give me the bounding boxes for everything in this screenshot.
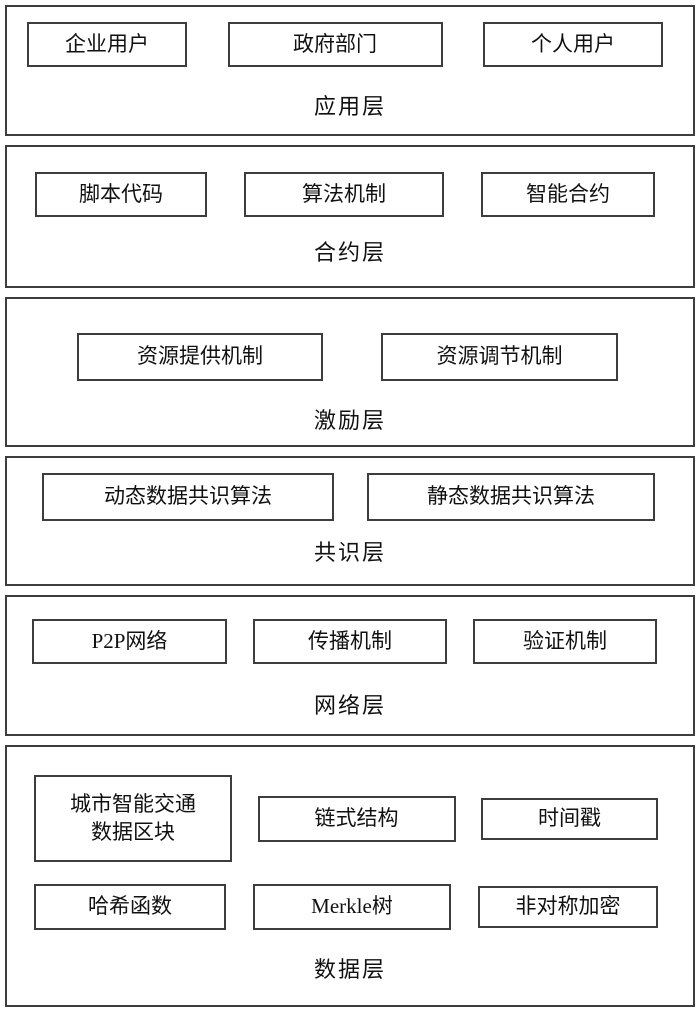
layer-label-incentive: 激励层 (313, 408, 386, 433)
layer-data-row-1: 城市智能交通 数据区块 链式结构 时间戳 (34, 775, 658, 862)
node-enterprise-users: 企业用户 (27, 22, 187, 67)
node-p2p-network: P2P网络 (32, 619, 227, 664)
node-asymmetric-encryption: 非对称加密 (478, 886, 658, 928)
layer-application: 企业用户 政府部门 个人用户 应用层 (5, 5, 695, 136)
node-chain-structure: 链式结构 (257, 795, 456, 842)
node-individual-users: 个人用户 (483, 22, 663, 67)
node-propagation-mechanism: 传播机制 (253, 619, 447, 664)
layer-label-data: 数据层 (313, 957, 386, 982)
node-script-code: 脚本代码 (35, 172, 207, 217)
layer-label-network: 网络层 (313, 693, 386, 718)
layer-label-contract: 合约层 (313, 240, 386, 265)
layer-label-consensus: 共识层 (313, 540, 386, 565)
node-resource-provision-mechanism: 资源提供机制 (77, 333, 323, 381)
node-resource-regulation-mechanism: 资源调节机制 (381, 333, 618, 381)
layer-incentive-row: 资源提供机制 资源调节机制 (77, 333, 618, 381)
layer-network-row: P2P网络 传播机制 验证机制 (32, 619, 657, 664)
node-algorithm-mechanism: 算法机制 (244, 172, 444, 217)
node-timestamp: 时间戳 (481, 797, 658, 840)
layer-contract: 脚本代码 算法机制 智能合约 合约层 (5, 145, 695, 288)
node-static-data-consensus-algorithm: 静态数据共识算法 (367, 473, 655, 521)
layer-label-application: 应用层 (313, 94, 386, 119)
layer-network: P2P网络 传播机制 验证机制 网络层 (5, 595, 695, 736)
node-verification-mechanism: 验证机制 (473, 619, 657, 664)
node-urban-its-data-block: 城市智能交通 数据区块 (34, 775, 232, 862)
layer-contract-row: 脚本代码 算法机制 智能合约 (35, 172, 655, 217)
node-merkle-tree: Merkle树 (253, 884, 451, 930)
layer-data: 城市智能交通 数据区块 链式结构 时间戳 哈希函数 Merkle树 非对称加密 … (5, 745, 695, 1007)
layer-incentive: 资源提供机制 资源调节机制 激励层 (5, 297, 695, 447)
node-dynamic-data-consensus-algorithm: 动态数据共识算法 (42, 473, 334, 521)
layer-consensus-row: 动态数据共识算法 静态数据共识算法 (42, 473, 655, 521)
node-smart-contract: 智能合约 (481, 172, 655, 217)
layer-data-row-2: 哈希函数 Merkle树 非对称加密 (34, 884, 658, 930)
node-government-departments: 政府部门 (227, 22, 443, 67)
node-hash-function: 哈希函数 (34, 884, 226, 930)
layer-consensus: 动态数据共识算法 静态数据共识算法 共识层 (5, 456, 695, 586)
layer-application-row: 企业用户 政府部门 个人用户 (27, 22, 663, 67)
